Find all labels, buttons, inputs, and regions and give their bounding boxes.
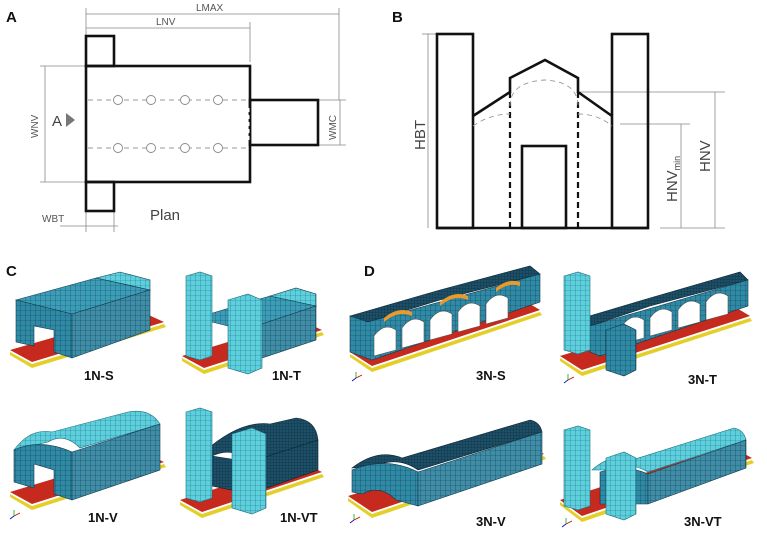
model-label-1n-v: 1N-V	[88, 510, 118, 525]
dim-wmc-label: WMC	[328, 115, 339, 140]
dim-hnv-min-label: HNVmin	[664, 156, 682, 202]
model-3n-vt: 3N-VT	[560, 425, 754, 529]
model-1n-v: 1N-V	[10, 410, 166, 525]
dim-lnv-label: LNV	[156, 17, 176, 28]
axis-triad-icons	[9, 372, 575, 528]
dim-lmax-label: LMAX	[196, 3, 224, 14]
plan-outline	[84, 34, 320, 213]
model-label-3n-s: 3N-S	[476, 368, 506, 383]
dim-wnv-label: WNV	[30, 114, 41, 138]
panel-a-letter: A	[6, 9, 17, 26]
panel-c-letter: C	[6, 263, 17, 280]
model-3n-v: 3N-V	[348, 419, 546, 529]
model-label-1n-t: 1N-T	[272, 368, 301, 383]
plan-label: Plan	[150, 207, 180, 224]
model-1n-vt: 1N-VT	[180, 407, 324, 525]
panel-c: C 1N-S 1N-T 1	[6, 263, 324, 525]
panel-b: B HBT HNV HNVmin	[392, 9, 725, 230]
nave-pillar-lines	[508, 92, 580, 228]
panel-d-letter: D	[364, 263, 375, 280]
panel-a: A LMAX LNV WNV WMC WBT	[6, 3, 346, 232]
model-3n-t: 3N-T	[560, 271, 752, 387]
model-label-3n-vt: 3N-VT	[684, 514, 722, 529]
dim-hbt-label: HBT	[412, 120, 429, 150]
model-3n-s: 3N-S	[348, 265, 542, 383]
dim-wbt-label: WBT	[42, 214, 64, 225]
column-circles	[113, 95, 223, 153]
view-direction-label: A	[52, 113, 62, 130]
model-1n-s: 1N-S	[10, 271, 166, 383]
model-label-3n-v: 3N-V	[476, 514, 506, 529]
model-1n-t: 1N-T	[182, 271, 324, 383]
arcade-highlights	[384, 280, 520, 322]
model-label-3n-t: 3N-T	[688, 372, 717, 387]
model-label-1n-s: 1N-S	[84, 368, 114, 383]
arcade-openings-t	[621, 292, 729, 345]
panel-b-letter: B	[392, 9, 403, 26]
arcade-openings	[373, 294, 509, 357]
colonnade-lines	[88, 99, 248, 149]
plan-dimension-lines	[40, 8, 346, 232]
dim-hnv-label: HNV	[697, 140, 714, 172]
view-direction-arrow-icon	[66, 113, 75, 127]
vault-intrados-lines	[472, 79, 613, 127]
panel-d: D 3N-S	[348, 263, 754, 529]
elevation-dimension-lines	[422, 33, 725, 229]
model-label-1n-vt: 1N-VT	[280, 510, 318, 525]
elevation-outline	[435, 32, 650, 230]
